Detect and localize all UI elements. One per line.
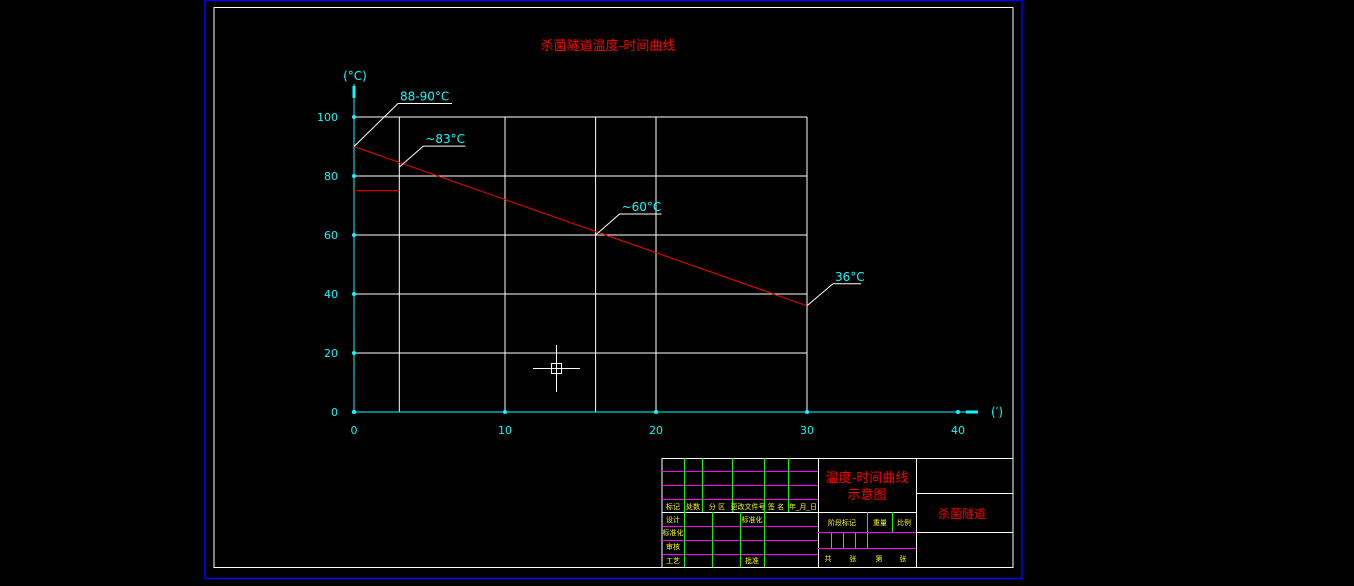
x-tick-label-10: 10	[498, 424, 512, 437]
crosshair-cursor-icon	[533, 345, 580, 392]
y-tick-dot-80	[352, 174, 356, 178]
tb-drawing-title-line2: 示意图	[847, 487, 886, 503]
temperature-curve-0	[353, 146, 808, 307]
tb-row-audit: 标准化	[663, 528, 684, 537]
tb-weight: 重量	[873, 519, 887, 527]
y-tick-dot-40	[352, 292, 356, 296]
sheet-border-inner	[213, 7, 1014, 568]
tb-page: 第	[876, 554, 883, 563]
y-tick-label-60: 60	[324, 229, 338, 242]
tb-row-review: 审核	[666, 542, 680, 551]
tb-drawing-title-line1: 温度-时间曲线	[826, 470, 909, 486]
y-axis-label: (°C)	[343, 69, 367, 83]
tb-header-zone: 分 区	[709, 502, 725, 511]
tb-total: 共	[825, 554, 832, 563]
tb-stage-mark: 阶段标记	[828, 518, 856, 527]
x-tick-dot-10	[503, 410, 507, 414]
tb-scale: 比例	[897, 518, 911, 527]
sheet-border-outer	[204, 0, 1023, 580]
chart-annotations: 88-90°C ~83°C ~60°C 36°C	[353, 90, 865, 307]
x-tick-dot-20	[654, 410, 658, 414]
chart-axes: 0 20 40 60 80 100 0 10 20 30 40	[317, 84, 978, 437]
chart-series	[353, 146, 808, 307]
x-tick-label-30: 30	[800, 424, 814, 437]
tb-header-count: 处数	[686, 502, 700, 511]
tb-project-name: 杀菌隧道	[938, 506, 986, 521]
x-tick-label-20: 20	[649, 424, 663, 437]
tb-row-standard: 标准化	[742, 515, 763, 524]
y-tick-dot-20	[352, 351, 356, 355]
tb-header-change-doc: 更改文件号	[731, 502, 766, 511]
x-tick-dot-30	[805, 410, 809, 414]
title-block: 标记 处数 分 区 更改文件号 签 名 年_月_日 设计 标准化 审核 工艺 批…	[661, 458, 1014, 568]
x-axis-label: (′)	[991, 405, 1003, 419]
y-tick-dot-100	[352, 115, 356, 119]
tb-header-sign: 签 名	[768, 502, 784, 511]
callout-label-2: ~60°C	[622, 200, 662, 214]
x-tick-label-40: 40	[951, 424, 965, 437]
callout-leader-0	[353, 103, 452, 147]
x-tick-label-0: 0	[351, 424, 358, 437]
callout-leader-2	[595, 213, 662, 236]
callout-label-0: 88-90°C	[400, 90, 449, 104]
tb-row-process: 工艺	[666, 557, 680, 565]
callout-leader-1	[398, 145, 466, 168]
y-tick-label-100: 100	[317, 111, 338, 124]
callout-label-1: ~83°C	[425, 132, 465, 146]
chart-grid	[354, 116, 808, 412]
tb-header-mark: 标记	[666, 502, 680, 511]
callout-label-3: 36°C	[835, 270, 865, 284]
tb-row-design: 设计	[666, 515, 680, 524]
x-tick-dot-0	[352, 410, 356, 414]
callout-leader-3	[806, 283, 861, 307]
tb-row-approve: 批准	[745, 556, 759, 565]
y-tick-label-0: 0	[331, 406, 338, 419]
drawing-title: 杀菌隧道温度-时间曲线	[541, 38, 676, 54]
y-tick-label-80: 80	[324, 170, 338, 183]
tb-header-date: 年_月_日	[789, 502, 817, 511]
tb-sheets-1: 张	[850, 554, 857, 563]
tb-sheets-2: 张	[900, 554, 907, 563]
y-tick-label-20: 20	[324, 347, 338, 360]
y-tick-label-40: 40	[324, 288, 338, 301]
y-tick-dot-60	[352, 233, 356, 237]
x-tick-dot-40	[956, 410, 960, 414]
